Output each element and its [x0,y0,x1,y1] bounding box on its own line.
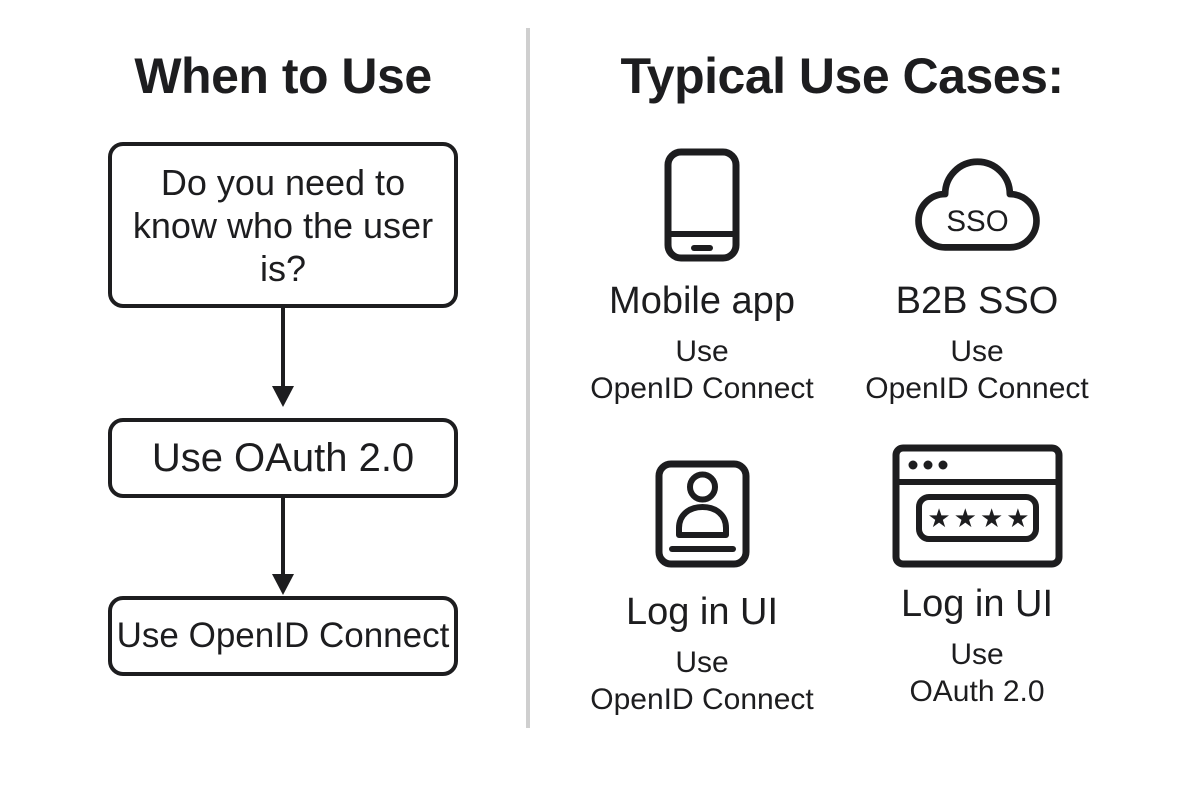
sso-cloud-icon: SSO [909,143,1046,267]
use-case-label: B2B SSO [895,280,1059,322]
use-case-mobile-app: Mobile app Use OpenID Connect [562,143,842,407]
use-case-login-ui-oidc: Log in UI Use OpenID Connect [562,442,842,718]
use-case-label: Log in UI [900,583,1054,625]
recommendation-line: Use [950,335,1004,368]
recommendation-line: Use [675,335,729,368]
recommendation-line: Use [675,646,729,679]
recommendation-line: OpenID Connect [865,372,1089,405]
id-card-icon [655,450,750,578]
use-case-recommendation: Use OpenID Connect [865,333,1088,407]
recommendation-line: OAuth 2.0 [909,675,1045,708]
flowchart-result-oidc-box: Use OpenID Connect [108,596,458,676]
arrow-down-icon [272,308,294,407]
use-case-recommendation: Use OpenID Connect [590,333,813,407]
question-line: know who the user [132,204,434,246]
right-panel-title: Typical Use Cases: [620,48,1064,104]
flowchart-question-box: Do you need to know who the user is? [108,142,458,308]
use-case-recommendation: Use OpenID Connect [590,644,813,718]
use-case-recommendation: Use OAuth 2.0 [909,636,1044,710]
left-panel-title: When to Use [134,48,432,104]
password-window-icon: ★★★★ [892,442,1063,570]
use-case-label: Log in UI [625,591,779,633]
flowchart-result-oauth-box: Use OAuth 2.0 [108,418,458,498]
recommendation-line: Use [950,638,1004,671]
use-case-b2b-sso: SSO B2B SSO Use OpenID Connect [837,143,1117,407]
password-stars-text: ★★★★ [927,504,1032,534]
question-line: is? [259,247,307,289]
arrow-down-icon [272,498,294,595]
use-case-label: Mobile app [609,280,795,322]
mobile-phone-icon [664,143,740,267]
recommendation-line: OpenID Connect [590,372,814,405]
use-case-login-ui-oauth: ★★★★ Log in UI Use OAuth 2.0 [837,442,1117,710]
vertical-divider [526,28,530,728]
recommendation-line: OpenID Connect [590,683,814,716]
question-line: Do you need to [160,161,406,203]
sso-cloud-text: SSO [946,205,1008,238]
